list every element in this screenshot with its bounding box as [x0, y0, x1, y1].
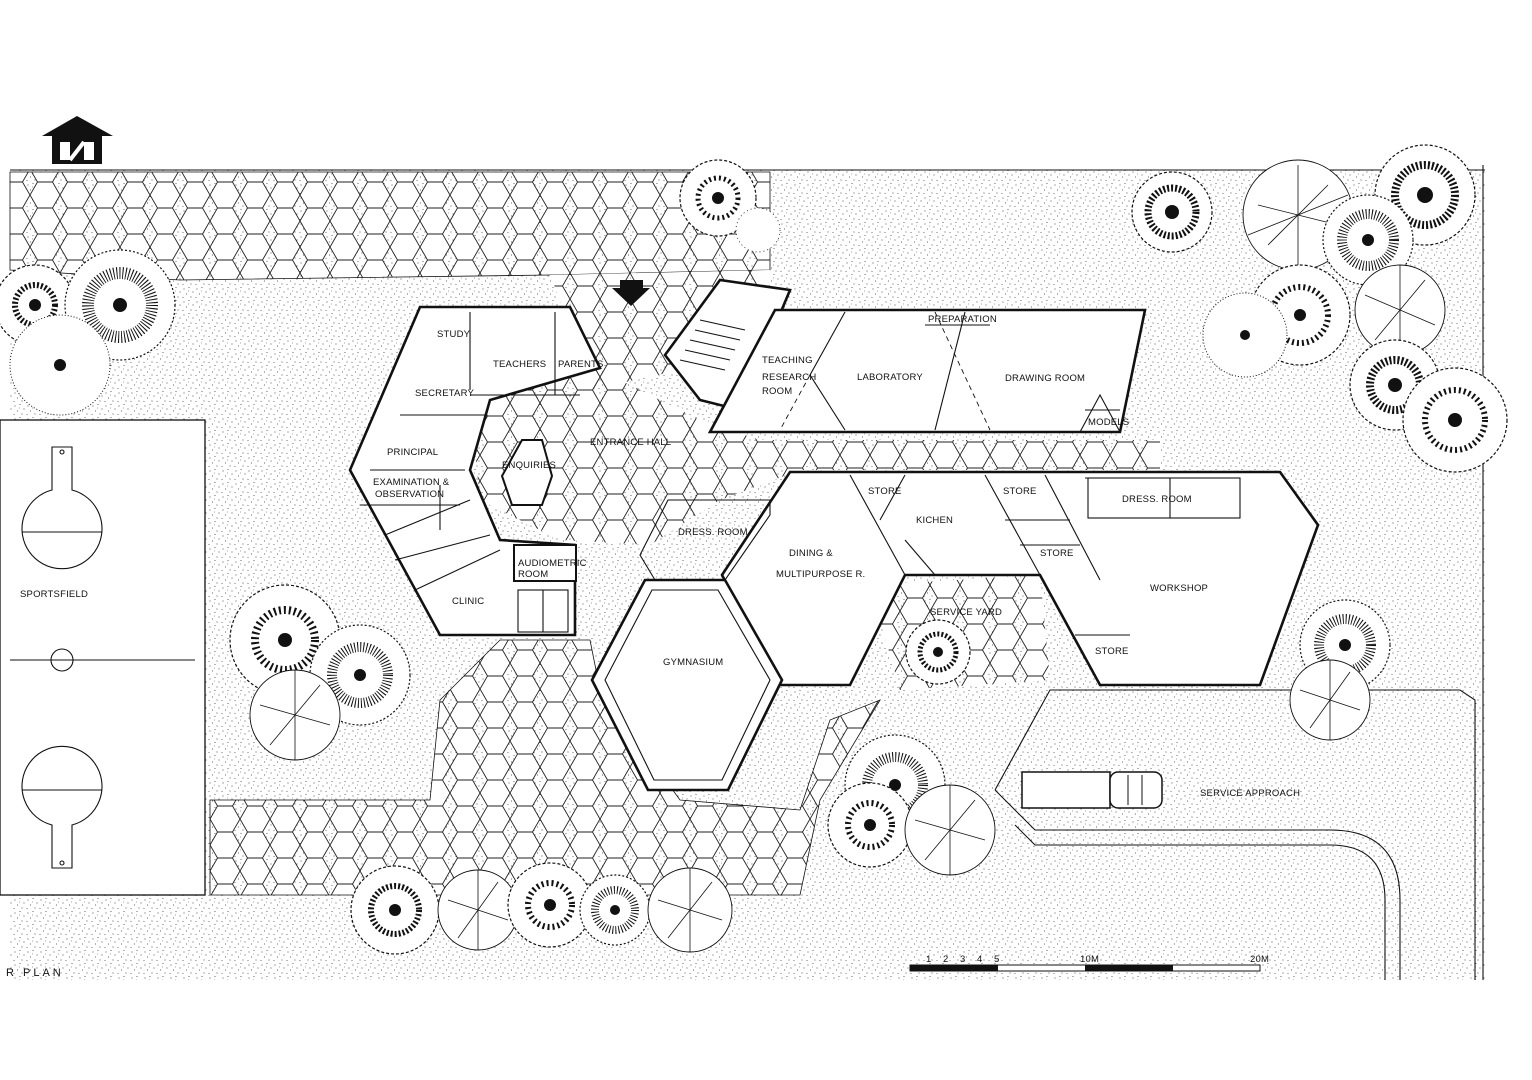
gymnasium-block: DRESS. ROOM GYMNASIUM	[590, 499, 784, 792]
room-label-examination: EXAMINATION &	[373, 477, 450, 488]
room-label-workshop: WORKSHOP	[1150, 583, 1208, 594]
room-label-store-kitchen: STORE	[868, 486, 902, 497]
room-label-dress-room-left: DRESS. ROOM	[678, 527, 748, 538]
room-label-secretary: SECRETARY	[415, 388, 474, 399]
room-label-service-yard: SERVICE YARD	[930, 607, 1002, 618]
scale-tick-20m: 20M	[1250, 954, 1269, 965]
scale-tick-5: 5	[994, 954, 999, 965]
room-label-gymnasium: GYMNASIUM	[663, 657, 723, 668]
entrance-arrow-icon	[612, 280, 650, 306]
service-approach-label: SERVICE APPROACH	[1200, 788, 1300, 799]
room-label-multipurpose: MULTIPURPOSE R.	[776, 569, 865, 580]
room-label-preparation: PREPARATION	[928, 314, 997, 325]
paved-hall-floor	[470, 370, 1160, 545]
service-wing: DINING & MULTIPURPOSE R. STORE KICHEN ST…	[720, 470, 1320, 687]
admin-wing: STUDY TEACHERS PARENTS SECRETARY PRINCIP…	[348, 305, 604, 637]
room-label-parents: PARENTS	[558, 359, 604, 370]
drawing-title: R PLAN	[6, 967, 64, 979]
room-label-dress-room-right: DRESS. ROOM	[1122, 494, 1192, 505]
room-label-kitchen: KICHEN	[916, 515, 953, 526]
sportsfield: SPORTSFIELD	[0, 419, 206, 896]
north-arrow-house-icon	[42, 116, 113, 164]
landscape-trees	[0, 144, 1508, 955]
sportsfield-label: SPORTSFIELD	[20, 589, 88, 600]
scale-bar: 1 2 3 4 5 10M 20M	[909, 954, 1269, 972]
room-label-laboratory: LABORATORY	[857, 372, 923, 383]
room-label-audiometric-room: ROOM	[518, 569, 548, 580]
room-label-principal: PRINCIPAL	[387, 447, 438, 458]
room-label-clinic: CLINIC	[452, 596, 484, 607]
room-label-observation: OBSERVATION	[375, 489, 444, 500]
room-label-research-room: ROOM	[762, 386, 792, 397]
room-label-research: RESEARCH	[762, 372, 816, 383]
room-label-enquiries: ENQUIRIES	[502, 460, 556, 471]
room-label-store-right: STORE	[1003, 486, 1037, 497]
room-label-store-lower: STORE	[1095, 646, 1129, 657]
room-label-models: MODELS	[1088, 417, 1129, 428]
scale-tick-10m: 10M	[1080, 954, 1099, 965]
scale-tick-2: 2	[943, 954, 948, 965]
room-label-dining: DINING &	[789, 548, 833, 559]
scale-tick-3: 3	[960, 954, 965, 965]
scale-tick-1: 1	[926, 954, 931, 965]
room-label-study: STUDY	[437, 329, 471, 340]
scale-tick-4: 4	[977, 954, 982, 965]
room-label-teachers: TEACHERS	[493, 359, 546, 370]
room-label-audiometric: AUDIOMETRIC	[518, 558, 587, 569]
service-approach: SERVICE APPROACH	[994, 689, 1476, 980]
room-label-drawing-room: DRAWING ROOM	[1005, 373, 1085, 384]
delivery-truck-icon	[1021, 771, 1163, 809]
room-label-teaching: TEACHING	[762, 355, 813, 366]
paved-walkway-south	[209, 639, 881, 896]
room-label-store-mid: STORE	[1040, 548, 1074, 559]
teaching-wing: TEACHING RESEARCH ROOM LABORATORY PREPAR…	[707, 308, 1147, 434]
room-label-entrance-hall: ENTRANCE HALL	[590, 437, 671, 448]
